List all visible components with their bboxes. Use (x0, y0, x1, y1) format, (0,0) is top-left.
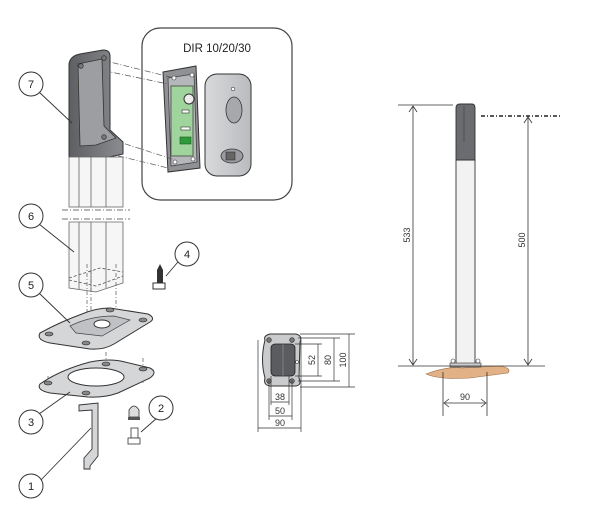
column-body (455, 159, 476, 367)
column-cap (68, 49, 124, 161)
dim-base-90: 90 (460, 392, 470, 402)
dim-80: 80 (323, 355, 333, 365)
side-elevation (425, 103, 510, 379)
svg-text:6: 6 (28, 211, 34, 223)
column-profile (62, 156, 130, 293)
inset-title: DIR 10/20/30 (183, 43, 251, 55)
callout-2: 2 (148, 395, 174, 421)
dim-100: 100 (338, 352, 348, 367)
callout-3: 3 (18, 409, 44, 435)
ground (425, 365, 510, 379)
callout-6: 6 (18, 203, 44, 229)
svg-text:2: 2 (158, 403, 164, 415)
screw (152, 264, 166, 290)
counter-plate (38, 359, 155, 398)
callout-7: 7 (18, 71, 44, 97)
column-head (455, 103, 476, 161)
inset-panel: DIR 10/20/30 (81, 27, 293, 201)
dim-533: 533 (402, 227, 412, 242)
svg-text:7: 7 (28, 79, 34, 91)
svg-text:3: 3 (28, 417, 34, 429)
svg-text:1: 1 (28, 481, 34, 493)
dim-52: 52 (307, 355, 317, 365)
dim-90: 90 (275, 418, 285, 428)
base-plan-view (262, 333, 302, 387)
callout-5: 5 (18, 272, 44, 298)
callout-1: 1 (18, 473, 44, 499)
side-dimension-lines (398, 104, 560, 416)
svg-text:4: 4 (184, 249, 190, 261)
sensor-cover (204, 73, 252, 177)
bolt-and-nut (127, 405, 141, 445)
anchor-bracket (78, 402, 99, 470)
base-dimension-lines (257, 333, 355, 432)
dim-38: 38 (275, 392, 285, 402)
sensor-lens (183, 93, 195, 105)
sensor-housing (162, 65, 201, 173)
callout-4: 4 (174, 241, 200, 267)
base-plate (38, 307, 154, 350)
terminal-block (179, 136, 192, 145)
dim-50: 50 (275, 406, 285, 416)
dim-500: 500 (517, 232, 527, 247)
svg-text:5: 5 (28, 280, 34, 292)
